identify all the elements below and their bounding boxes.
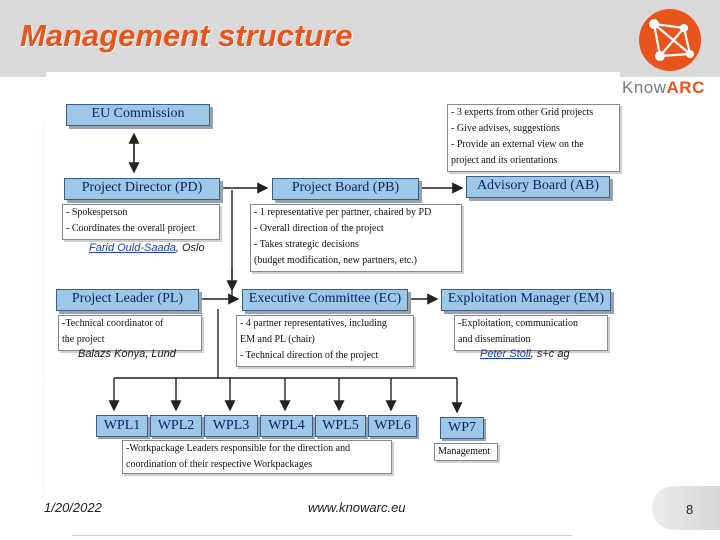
header-band xyxy=(0,0,720,77)
footer-divider xyxy=(72,535,572,536)
wp7-box: WP7 xyxy=(440,417,484,439)
advisory-board-box: Advisory Board (AB) xyxy=(466,176,610,198)
slide-date: 1/20/2022 xyxy=(44,500,102,515)
page-number-tab xyxy=(652,486,720,530)
knowarc-logo-icon xyxy=(639,9,701,71)
slide-title: Management structure xyxy=(20,18,353,53)
org-chart: EU Commission Project Director (PD) Proj… xyxy=(46,72,620,500)
page-number: 8 xyxy=(686,502,694,517)
wpl3-box: WPL3 xyxy=(204,415,258,437)
eu-commission-box: EU Commission xyxy=(66,104,210,126)
project-director-link[interactable]: Farid Ould-Saada xyxy=(89,242,176,254)
footer-url: www.knowarc.eu xyxy=(308,500,406,515)
wpl6-box: WPL6 xyxy=(368,415,417,437)
project-board-box: Project Board (PB) xyxy=(272,178,419,200)
project-board-notes: - 1 representative per partner, chaired … xyxy=(250,204,462,272)
exploitation-manager-box: Exploitation Manager (EM) xyxy=(441,289,611,311)
workpackage-leaders-notes: -Workpackage Leaders responsible for the… xyxy=(122,440,392,474)
exploitation-manager-link[interactable]: Peter Stoll xyxy=(480,348,531,360)
wpl4-box: WPL4 xyxy=(260,415,313,437)
project-leader-box: Project Leader (PL) xyxy=(56,289,199,311)
exploitation-manager-person: Peter Stoll, s+c ag xyxy=(480,348,570,360)
executive-committee-box: Executive Committee (EC) xyxy=(242,289,408,311)
wpl1-box: WPL1 xyxy=(96,415,148,437)
project-director-box: Project Director (PD) xyxy=(64,178,220,200)
project-director-notes: - Spokesperson- Coordinates the overall … xyxy=(62,204,220,240)
wpl2-box: WPL2 xyxy=(150,415,202,437)
connector-lines xyxy=(108,132,464,414)
wpl5-box: WPL5 xyxy=(315,415,366,437)
project-director-person: Farid Ould-Saada, Oslo xyxy=(89,242,205,254)
logo-wordmark: KnowARC xyxy=(622,78,705,97)
advisory-board-notes: - 3 experts from other Grid projects- Gi… xyxy=(447,104,620,172)
wp7-notes: Management xyxy=(434,443,498,461)
project-leader-person: Balazs Konya, Lund xyxy=(78,348,176,360)
